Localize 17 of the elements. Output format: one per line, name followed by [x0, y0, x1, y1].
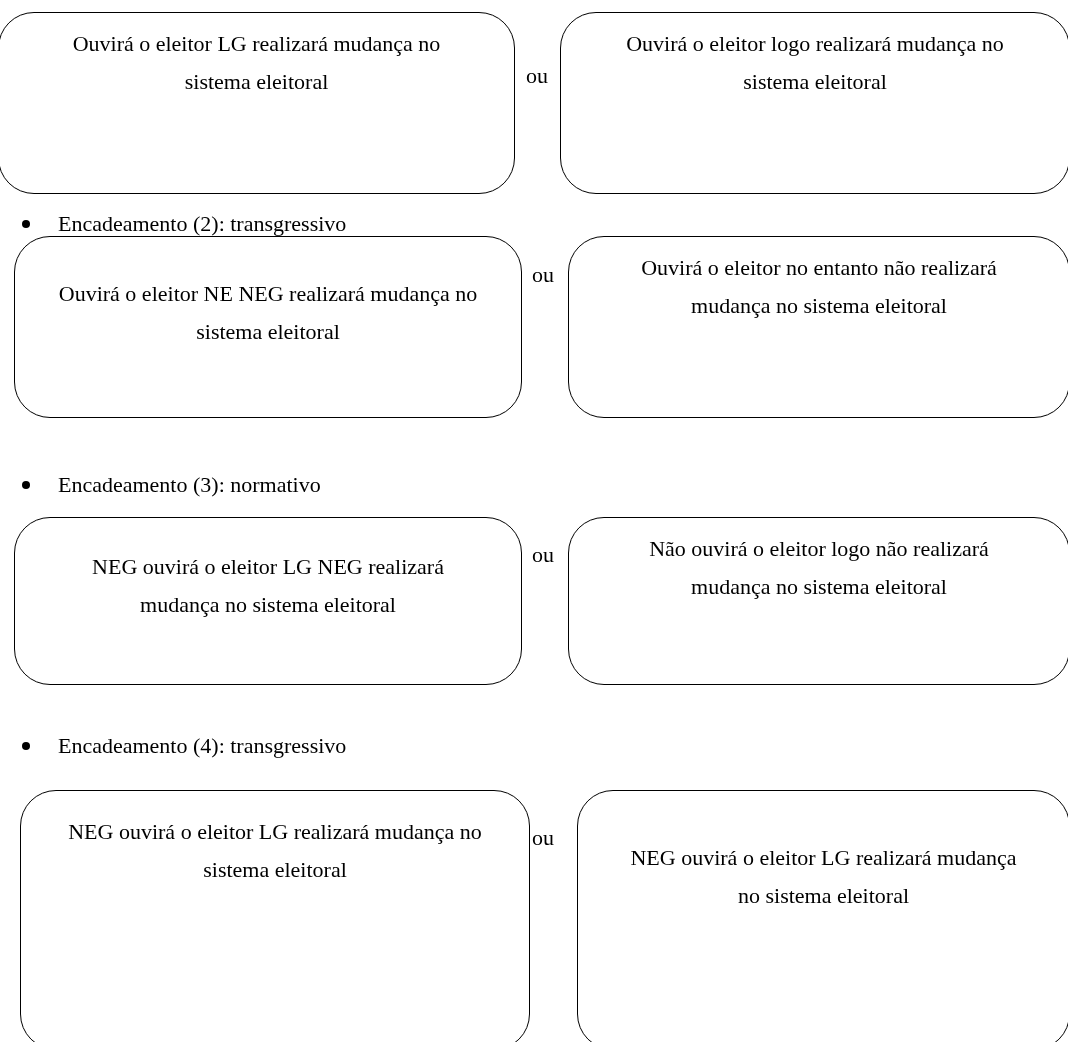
connective-word: ou [532, 262, 554, 288]
connective-word: ou [532, 825, 554, 851]
bullet-heading: Encadeamento (3): normativo [58, 472, 321, 498]
rounded-box [14, 517, 522, 685]
connective-word: ou [532, 542, 554, 568]
box-text: Ouvirá o eleitor NE NEG realizará mudança no sistema eleitoral [57, 280, 479, 346]
box-text: NEG ouvirá o eleitor LG realizará mudança no sistema eleitoral [67, 818, 483, 884]
box-text: NEG ouvirá o eleitor LG NEG realizará mudança no sistema eleitoral [91, 553, 445, 619]
bullet-heading: Encadeamento (2): transgressivo [58, 211, 347, 237]
connective-word: ou [526, 63, 548, 89]
box-text: Ouvirá o eleitor logo realizará mudança no sistema eleitoral [625, 30, 1005, 96]
bullet-heading: Encadeamento (4): transgressivo [58, 733, 347, 759]
box-text: Ouvirá o eleitor no entanto não realizará mudança no sistema eleitoral [640, 254, 998, 320]
rounded-box [14, 236, 522, 418]
box-text: Ouvirá o eleitor LG realizará mudança no sistema eleitoral [71, 30, 442, 96]
box-text: Não ouvirá o eleitor logo não realizará mudança no sistema eleitoral [648, 535, 990, 601]
box-text: NEG ouvirá o eleitor LG realizará mudança no sistema eleitoral [629, 844, 1018, 910]
